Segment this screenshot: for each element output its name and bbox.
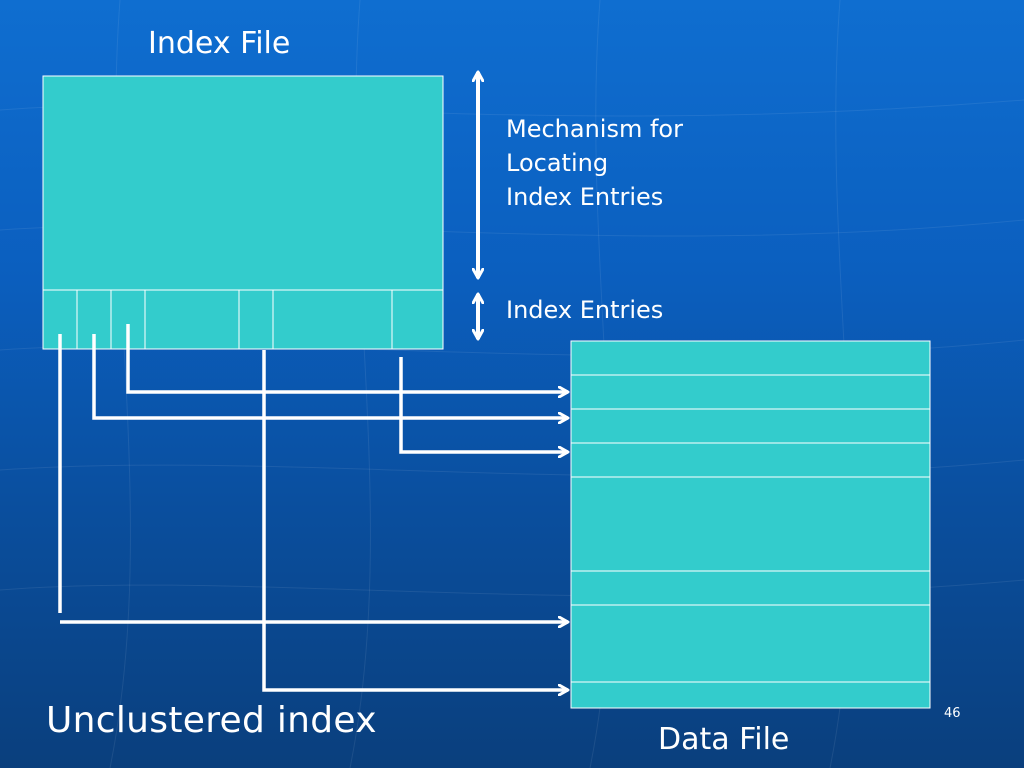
index-entries-label: Index Entries <box>506 296 664 324</box>
mechanism-label-line: Index Entries <box>506 183 664 211</box>
data-file-box <box>570 340 931 709</box>
pointer-arrow <box>92 334 568 418</box>
pointer-arrow <box>126 324 568 392</box>
data-file-records <box>571 374 930 683</box>
pointer-arrow <box>262 350 568 690</box>
mechanism-label-line: Locating <box>506 149 609 177</box>
pointer-arrows <box>58 324 568 690</box>
mechanism-label-line: Mechanism for <box>506 115 683 143</box>
pointer-arrow <box>399 357 568 452</box>
data-file-label: Data File <box>658 722 790 757</box>
page-number: 46 <box>944 706 961 721</box>
mechanism-label: Mechanism for Locating Index Entries <box>506 112 766 214</box>
slide-title: Unclustered index <box>46 700 377 741</box>
index-file-label: Index File <box>148 26 291 61</box>
index-entry-cells <box>76 290 393 349</box>
index-file-box <box>42 75 444 350</box>
